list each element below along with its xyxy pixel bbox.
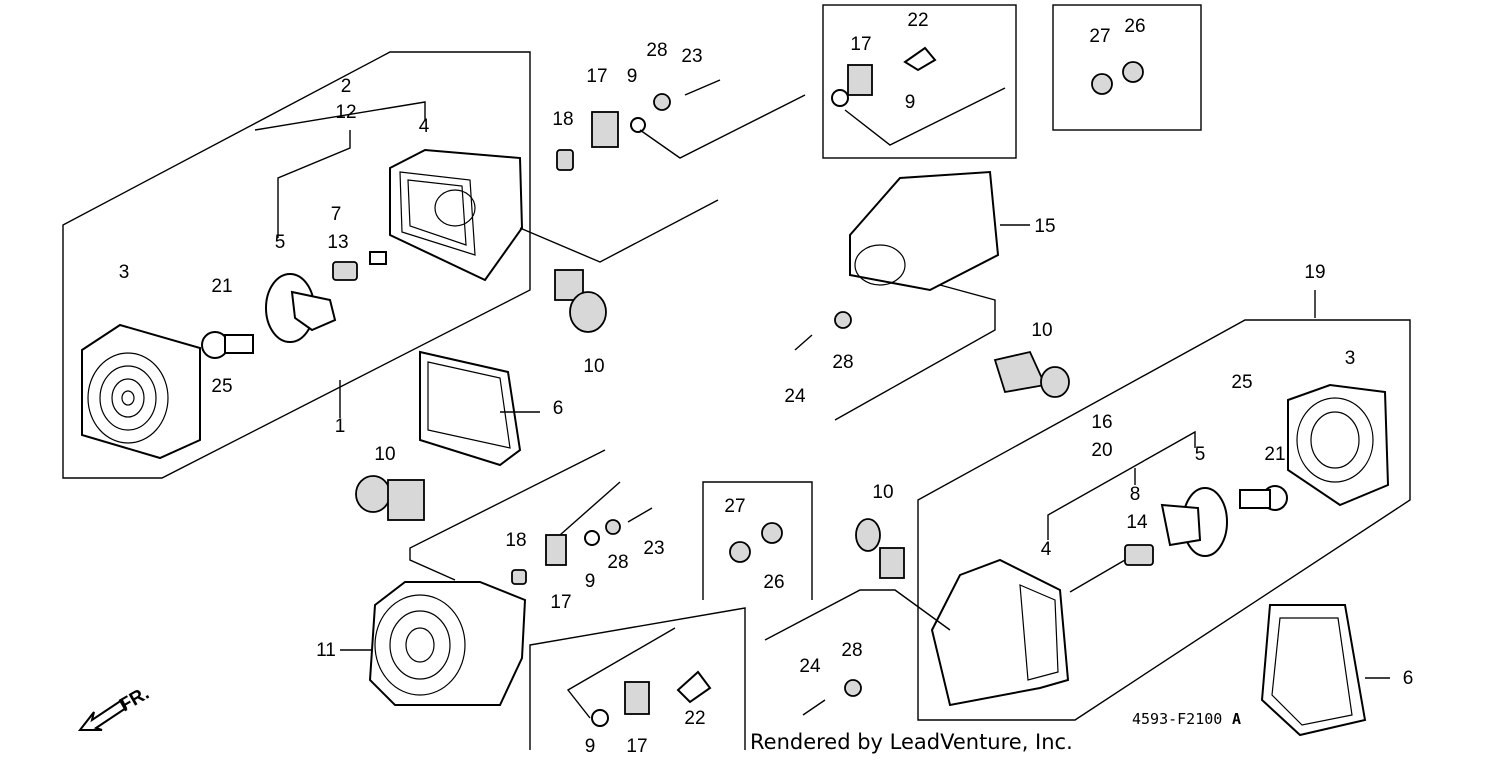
callout-14: 14	[1126, 512, 1148, 533]
rear-lower-housing	[368, 449, 621, 706]
callout-16: 16	[1091, 412, 1112, 433]
callout-24: 24	[799, 656, 821, 677]
callout-17: 17	[850, 34, 871, 55]
callout-17: 17	[550, 592, 571, 613]
callout-5: 5	[1195, 444, 1206, 465]
mid-hardware	[794, 311, 1070, 398]
left-bulb	[201, 331, 254, 359]
callouts: 2 12 4 7 5 13 3 21 25 1 18 17 28 23 9 10…	[119, 10, 1414, 757]
left-boot	[554, 269, 607, 333]
right-housing	[764, 558, 1070, 707]
left-spring-and-terminal	[332, 251, 387, 281]
callout-10: 10	[872, 482, 893, 503]
callout-24: 24	[784, 386, 806, 407]
callout-3: 3	[1345, 348, 1356, 369]
callout-23: 23	[681, 46, 702, 67]
callout-13: 13	[327, 232, 348, 253]
nut-kit-box-bottom	[702, 481, 813, 600]
callout-9: 9	[585, 736, 596, 757]
front-right-assembly-frame	[917, 319, 1411, 721]
callout-26: 26	[763, 572, 784, 593]
credit-text: Rendered by LeadVenture, Inc.	[750, 730, 1073, 754]
callout-10: 10	[374, 444, 395, 465]
callout-28: 28	[607, 552, 628, 573]
callout-21: 21	[211, 276, 232, 297]
clamp-kit-bottom-parts	[566, 627, 712, 727]
callout-28: 28	[646, 40, 667, 61]
right-lens	[1287, 383, 1390, 507]
callout-23: 23	[643, 538, 664, 559]
callout-28: 28	[841, 640, 862, 661]
nut-kit-box-top	[1052, 4, 1202, 131]
front-arrow-icon	[77, 698, 128, 731]
callout-18: 18	[505, 530, 526, 551]
callout-6: 6	[553, 398, 564, 419]
diagram-code: 4593-F2100	[1132, 710, 1222, 728]
left-wire	[519, 199, 719, 263]
callout-25: 25	[211, 376, 232, 397]
callout-18: 18	[552, 109, 573, 130]
lower-left-boot	[355, 475, 425, 521]
callout-7: 7	[331, 204, 342, 225]
right-boot	[855, 518, 905, 579]
callout-1: 1	[335, 416, 346, 437]
nut-kit-top-parts	[1091, 61, 1144, 95]
callout-10: 10	[1031, 320, 1052, 341]
callout-20: 20	[1091, 440, 1112, 461]
callout-19: 19	[1304, 262, 1325, 283]
callout-22: 22	[907, 10, 928, 31]
front-left-assembly-frame	[62, 51, 531, 479]
socket-bracket-left	[277, 130, 351, 238]
callout-9: 9	[585, 571, 596, 592]
callout-28: 28	[832, 352, 853, 373]
right-bulb-socket	[1069, 485, 1288, 593]
callout-15: 15	[1034, 216, 1055, 237]
callout-21: 21	[1264, 444, 1285, 465]
left-gasket	[419, 350, 522, 467]
callout-26: 26	[1124, 16, 1145, 37]
callout-5: 5	[275, 232, 286, 253]
callout-25: 25	[1231, 372, 1252, 393]
clamp-kit-box-bottom	[529, 607, 746, 750]
socket-bracket-right	[1047, 430, 1196, 540]
assembly-frames	[62, 4, 1411, 750]
callout-27: 27	[1089, 26, 1110, 47]
callout-9: 9	[905, 92, 916, 113]
callout-11: 11	[316, 640, 336, 661]
leader-lines	[339, 224, 1390, 679]
front-direction-marker: FR.	[77, 683, 153, 731]
callout-4: 4	[1041, 539, 1052, 560]
callout-17: 17	[626, 736, 647, 757]
callout-8: 8	[1130, 484, 1141, 505]
callout-6: 6	[1403, 668, 1414, 689]
bottom-right-hardware	[802, 679, 862, 716]
sub-bracket-left	[254, 101, 426, 131]
top-hardware	[556, 79, 806, 171]
left-lens	[81, 323, 201, 460]
nut-kit-bottom-parts	[729, 522, 783, 563]
callout-9: 9	[627, 66, 638, 87]
right-gasket	[1260, 604, 1367, 737]
callout-22: 22	[684, 708, 705, 729]
callout-17: 17	[586, 66, 607, 87]
clamp-kit-box-top	[822, 4, 1017, 159]
left-socket	[265, 273, 337, 343]
callout-10: 10	[583, 356, 604, 377]
callout-27: 27	[724, 496, 745, 517]
callout-2: 2	[341, 76, 352, 97]
clamp-kit-top-parts	[831, 46, 1006, 146]
rear-upper-housing	[834, 170, 1000, 421]
callout-4: 4	[419, 116, 430, 137]
callout-12: 12	[335, 102, 356, 123]
diagram-revision: A	[1232, 710, 1241, 728]
left-housing	[389, 148, 524, 282]
lower-mid-hardware	[511, 507, 653, 585]
callout-3: 3	[119, 262, 130, 283]
